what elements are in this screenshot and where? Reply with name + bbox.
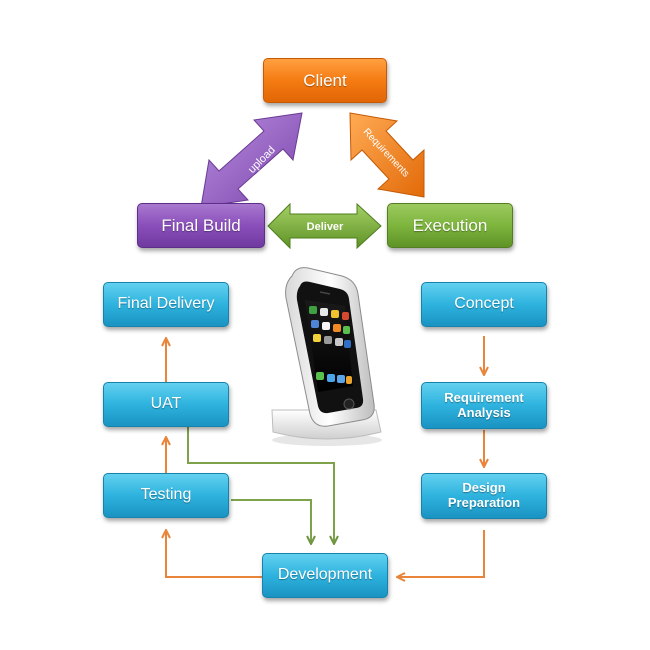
requirement-analysis-box: Requirement Analysis [421, 382, 547, 429]
deliver-double-arrow: Deliver [267, 202, 382, 250]
development-box: Development [262, 553, 388, 598]
final-build-box: Final Build [137, 203, 265, 248]
concept-label: Concept [454, 295, 514, 313]
client-box: Client [263, 58, 387, 103]
requirements-double-arrow: Requirements [349, 112, 425, 198]
concept-box: Concept [421, 282, 547, 327]
uat-box: UAT [103, 382, 229, 427]
client-label: Client [303, 70, 347, 90]
execution-box: Execution [387, 203, 513, 248]
connector-design-to-development [398, 530, 485, 577]
design-preparation-box: Design Preparation [421, 473, 547, 519]
testing-label: Testing [140, 486, 192, 504]
final-build-label: Final Build [161, 215, 241, 235]
execution-label: Execution [412, 215, 488, 235]
upload-double-arrow: upload [200, 112, 303, 208]
connector-uat-to-development [187, 427, 334, 543]
development-label: Development [277, 566, 373, 584]
testing-box: Testing [103, 473, 229, 518]
deliver-arrow-label: Deliver [307, 221, 344, 233]
requirement-analysis-label: Requirement Analysis [444, 389, 524, 420]
uat-label: UAT [150, 395, 182, 413]
design-preparation-label: Design Preparation [447, 480, 521, 510]
final-delivery-box: Final Delivery [103, 282, 229, 327]
smartphone-in-dock-icon [271, 267, 382, 446]
final-delivery-label: Final Delivery [117, 295, 215, 313]
connector-testing-to-development [231, 499, 311, 543]
connector-development-to-testing [166, 531, 262, 578]
app-icons [309, 306, 352, 384]
